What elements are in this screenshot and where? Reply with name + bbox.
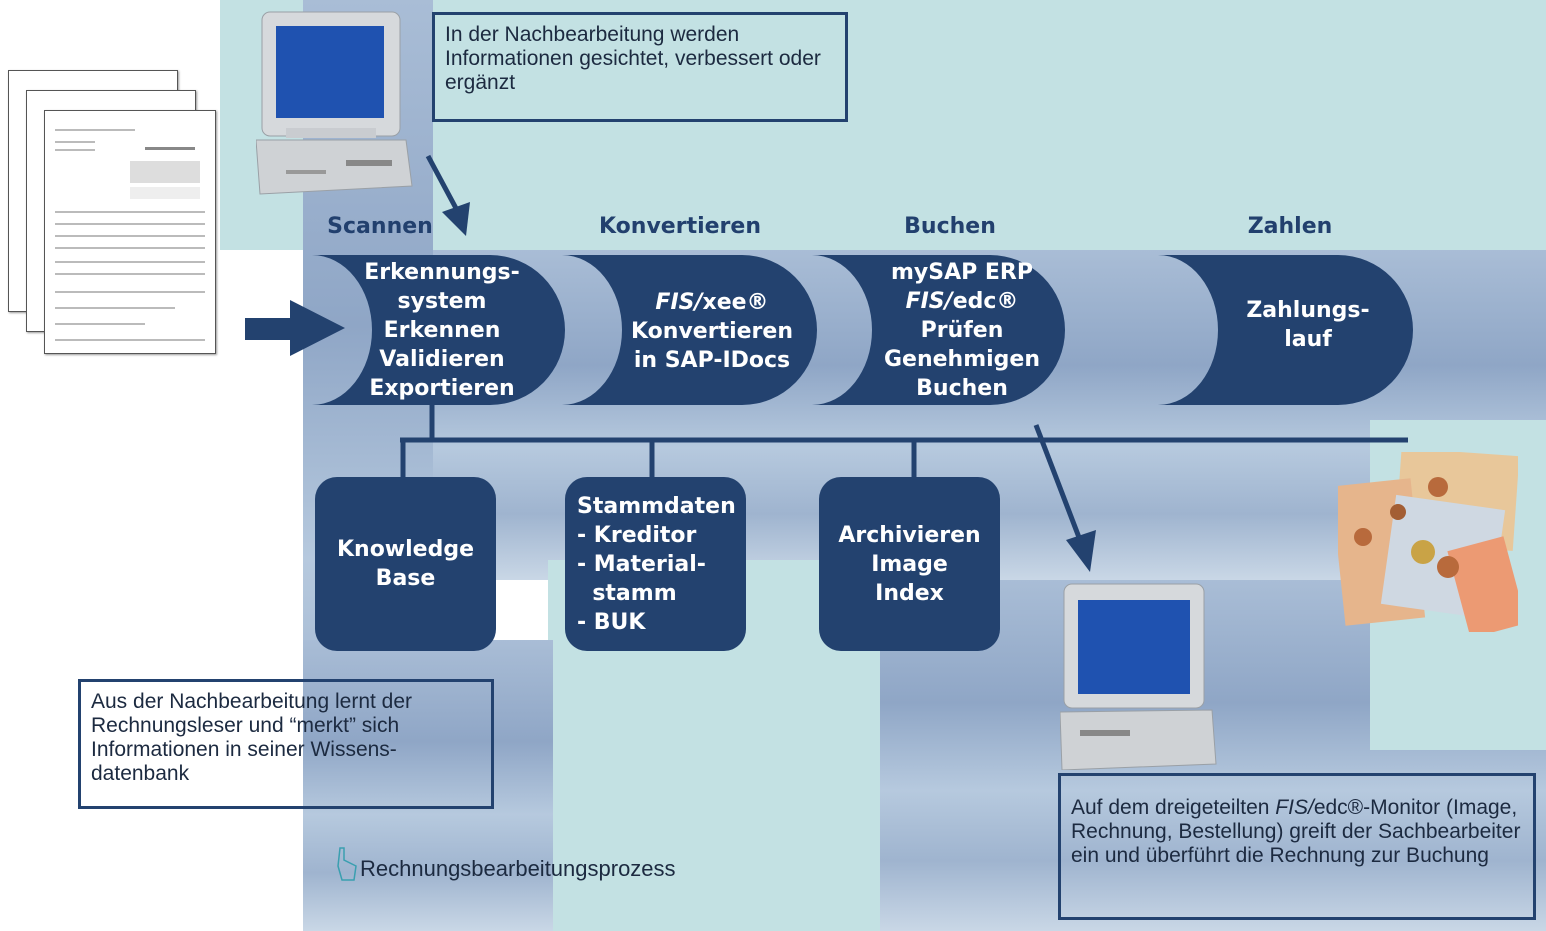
bg-panel-bottom-strip bbox=[303, 640, 553, 931]
stage-title-scan: Scannen bbox=[327, 214, 433, 239]
process-pay-text: Zahlungs- lauf bbox=[1246, 298, 1370, 352]
euro-money-image bbox=[1330, 447, 1527, 639]
process-shape-scan bbox=[312, 255, 565, 405]
process-book-text: mySAP ERP FIS/edc® Prüfen Genehmigen Buc… bbox=[883, 260, 1041, 401]
stage-title-book: Buchen bbox=[904, 214, 996, 239]
process-shape-book bbox=[812, 255, 1065, 405]
stage-title-pay: Zahlen bbox=[1247, 214, 1333, 239]
process-shape-pay bbox=[1158, 255, 1413, 405]
module-archive: Archivieren Image Index bbox=[819, 477, 1000, 651]
arrow-icon bbox=[425, 154, 470, 236]
caption: Rechnungsbearbeitungsprozess bbox=[336, 846, 676, 882]
pointer-hand-icon bbox=[337, 847, 357, 881]
callout-left-knowledge: Aus der Nachbearbeitung lernt der Rechnu… bbox=[78, 679, 494, 809]
stage-title-convert: Konvertieren bbox=[599, 214, 761, 239]
module-knowledge-base: Knowledge Base bbox=[315, 477, 496, 651]
module-stammdaten: Stammdaten - Kreditor - Material- stamm … bbox=[565, 477, 746, 651]
caption-text: Rechnungsbearbeitungsprozess bbox=[360, 856, 676, 881]
computer-icon bbox=[255, 10, 416, 195]
process-convert-text: FIS/xee® Konvertieren in SAP-IDocs bbox=[631, 290, 793, 373]
process-scan-text: Erkennungs- system Erkennen Validieren E… bbox=[364, 260, 520, 401]
input-arrow bbox=[245, 300, 345, 356]
computer-icon bbox=[1059, 580, 1220, 771]
process-shape-convert bbox=[562, 255, 817, 405]
callout-top-postprocessing: In der Nachbearbeitung werden Informatio… bbox=[432, 12, 848, 122]
callout-right-monitor: Auf dem dreigeteilten FIS/edc®-Monitor (… bbox=[1058, 773, 1536, 920]
